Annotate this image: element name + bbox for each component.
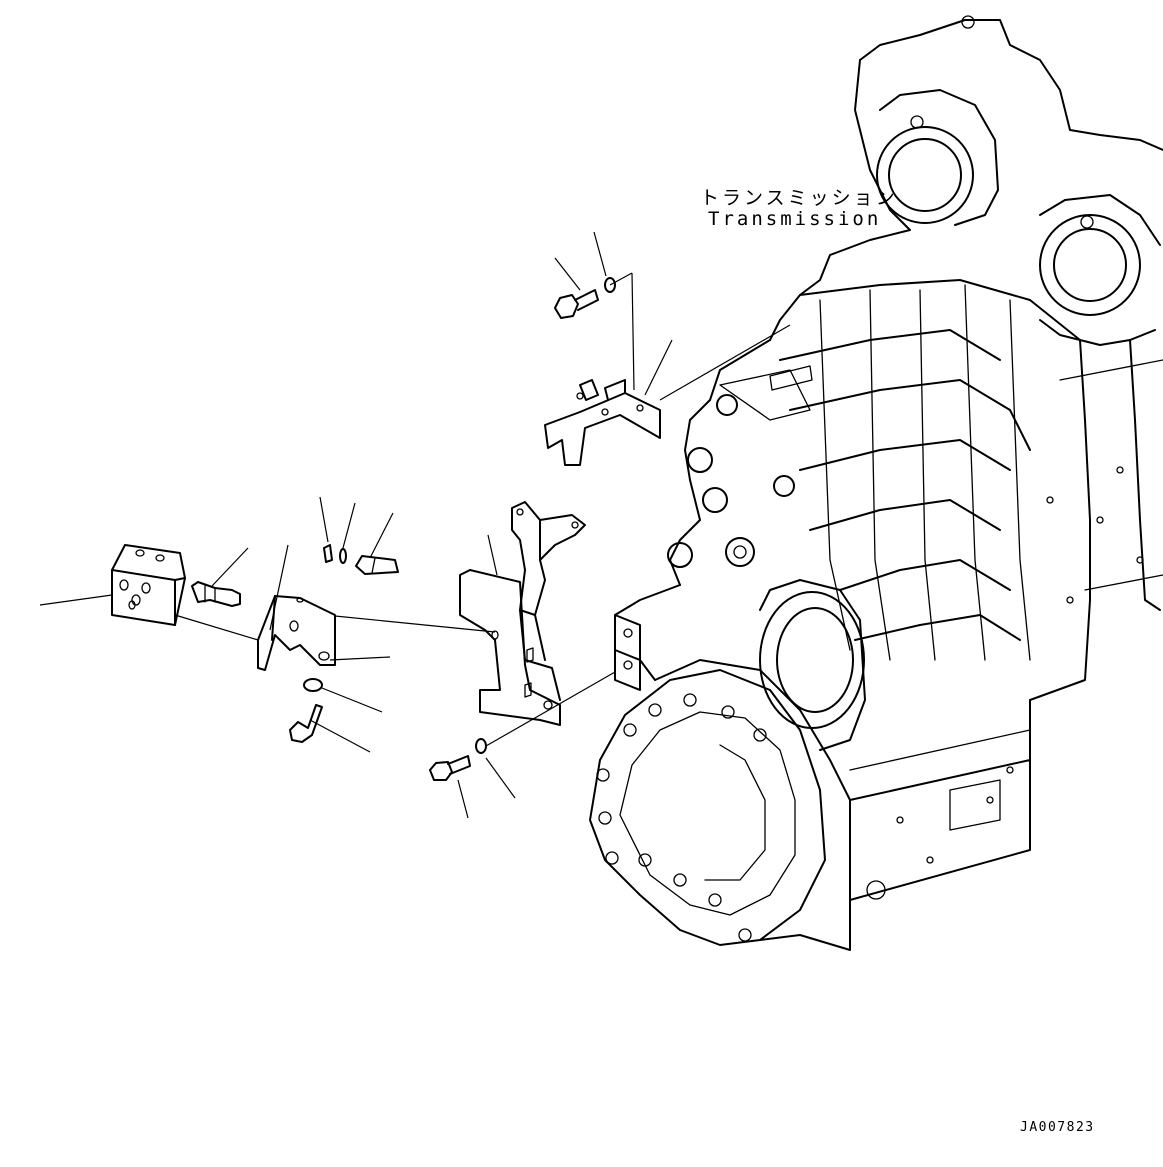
pressure-switch: [191, 581, 241, 607]
transmission-housing: [589, 15, 1163, 951]
drawing-number: JA007823: [1020, 1120, 1095, 1135]
main-bracket: [459, 501, 586, 726]
leader-lines: [39, 231, 791, 819]
lower-center-bolt: [429, 738, 487, 781]
transmission-label-japanese: トランスミッション: [700, 187, 898, 209]
transmission-label-english: Transmission: [708, 208, 882, 230]
left-upper-fasteners: [323, 544, 399, 575]
flange-bolt-ring: [596, 693, 767, 942]
left-small-bracket: [257, 595, 336, 671]
left-lower-fasteners: [289, 678, 323, 743]
upper-bracket: [544, 379, 661, 466]
sensor-block: [111, 544, 186, 626]
upper-bolt: [554, 277, 616, 319]
